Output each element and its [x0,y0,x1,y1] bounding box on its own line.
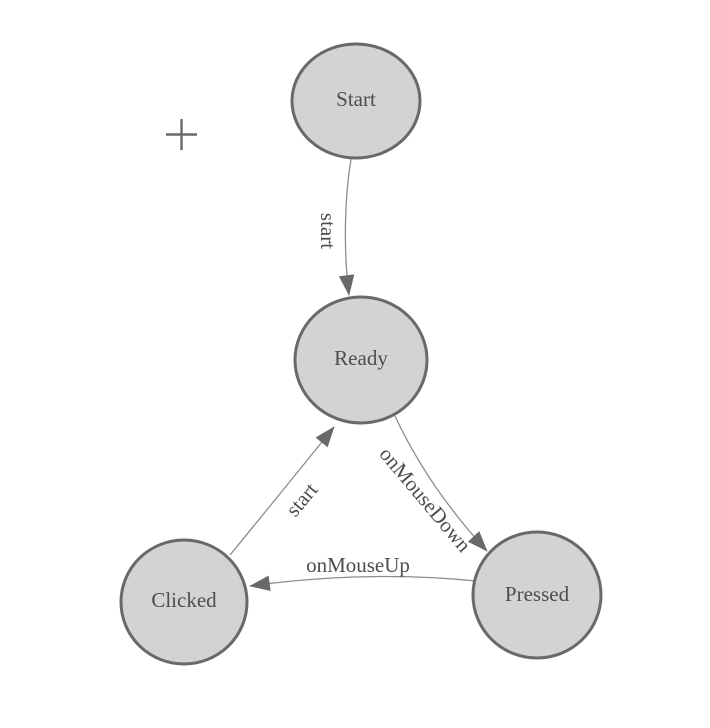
state-label: Clicked [151,588,217,612]
edge-label: onMouseDown [375,442,477,557]
edge-line[interactable] [249,575,477,592]
state-node-clicked[interactable]: Clicked [119,538,249,666]
edge-ready-to-pressed[interactable]: onMouseDown [375,415,488,557]
state-label: Pressed [505,582,570,606]
edge-start-to-ready[interactable]: start [316,158,355,296]
edge-line[interactable] [229,426,335,556]
state-ellipse[interactable] [119,538,249,666]
state-ellipse[interactable] [293,295,429,425]
state-ellipse[interactable] [471,530,603,660]
edge-clicked-to-ready[interactable]: start [229,426,335,556]
edge-label: onMouseUp [306,553,410,577]
edge-line[interactable] [394,415,488,552]
state-label: Ready [334,346,388,370]
state-node-ready[interactable]: Ready [293,295,429,425]
state-ellipse[interactable] [290,42,422,160]
plus-icon[interactable] [166,119,197,150]
edge-label: start [316,213,340,249]
edge-pressed-to-clicked[interactable]: onMouseUp [249,553,477,592]
state-node-start[interactable]: Start [290,42,422,160]
state-label: Start [336,87,376,111]
state-node-pressed[interactable]: Pressed [471,530,603,660]
edge-line[interactable] [338,158,355,296]
